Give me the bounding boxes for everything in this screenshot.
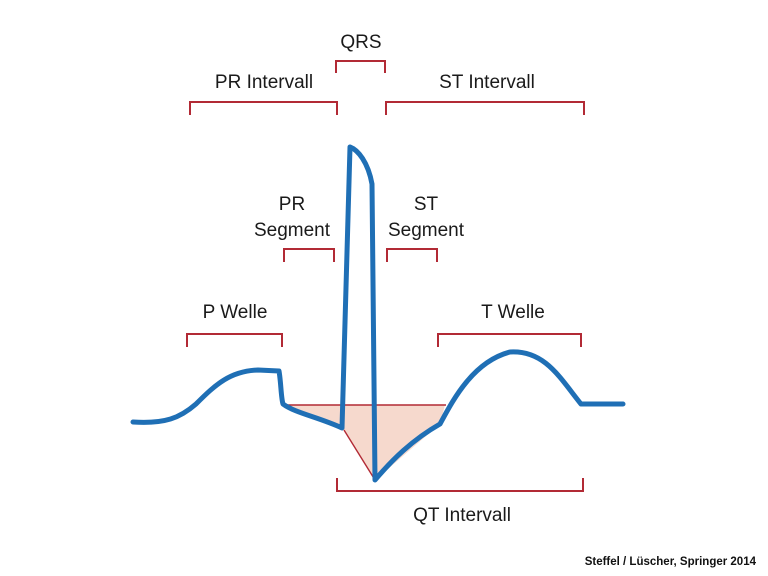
- p-wave-bracket: [186, 333, 283, 347]
- baseline-left-diagonal: [343, 429, 376, 481]
- pr-interval-bracket: [189, 101, 338, 115]
- pr-segment-label-line1: PR: [279, 194, 305, 215]
- pr-segment-label-line2: Segment: [254, 220, 331, 241]
- qrs-label: QRS: [340, 32, 381, 53]
- qrs-bracket: [335, 60, 386, 73]
- qt-interval-label: QT Intervall: [413, 505, 511, 526]
- st-interval-label: ST Intervall: [439, 72, 535, 93]
- st-segment-label-line1: ST: [414, 194, 439, 215]
- st-segment-bracket: [386, 248, 438, 262]
- qt-interval-bracket: [336, 478, 584, 492]
- pr-segment-bracket: [283, 248, 335, 262]
- baseline-shaded-area: [284, 405, 445, 480]
- ecg-trace: [130, 144, 626, 483]
- t-wave-label: T Welle: [481, 302, 545, 323]
- p-wave-label: P Welle: [203, 302, 268, 323]
- pr-interval-label: PR Intervall: [215, 72, 313, 93]
- source-credit: Steffel / Lüscher, Springer 2014: [584, 556, 756, 568]
- st-segment-label-line2: Segment: [388, 220, 465, 241]
- t-wave-bracket: [437, 333, 582, 347]
- st-interval-bracket: [385, 101, 585, 115]
